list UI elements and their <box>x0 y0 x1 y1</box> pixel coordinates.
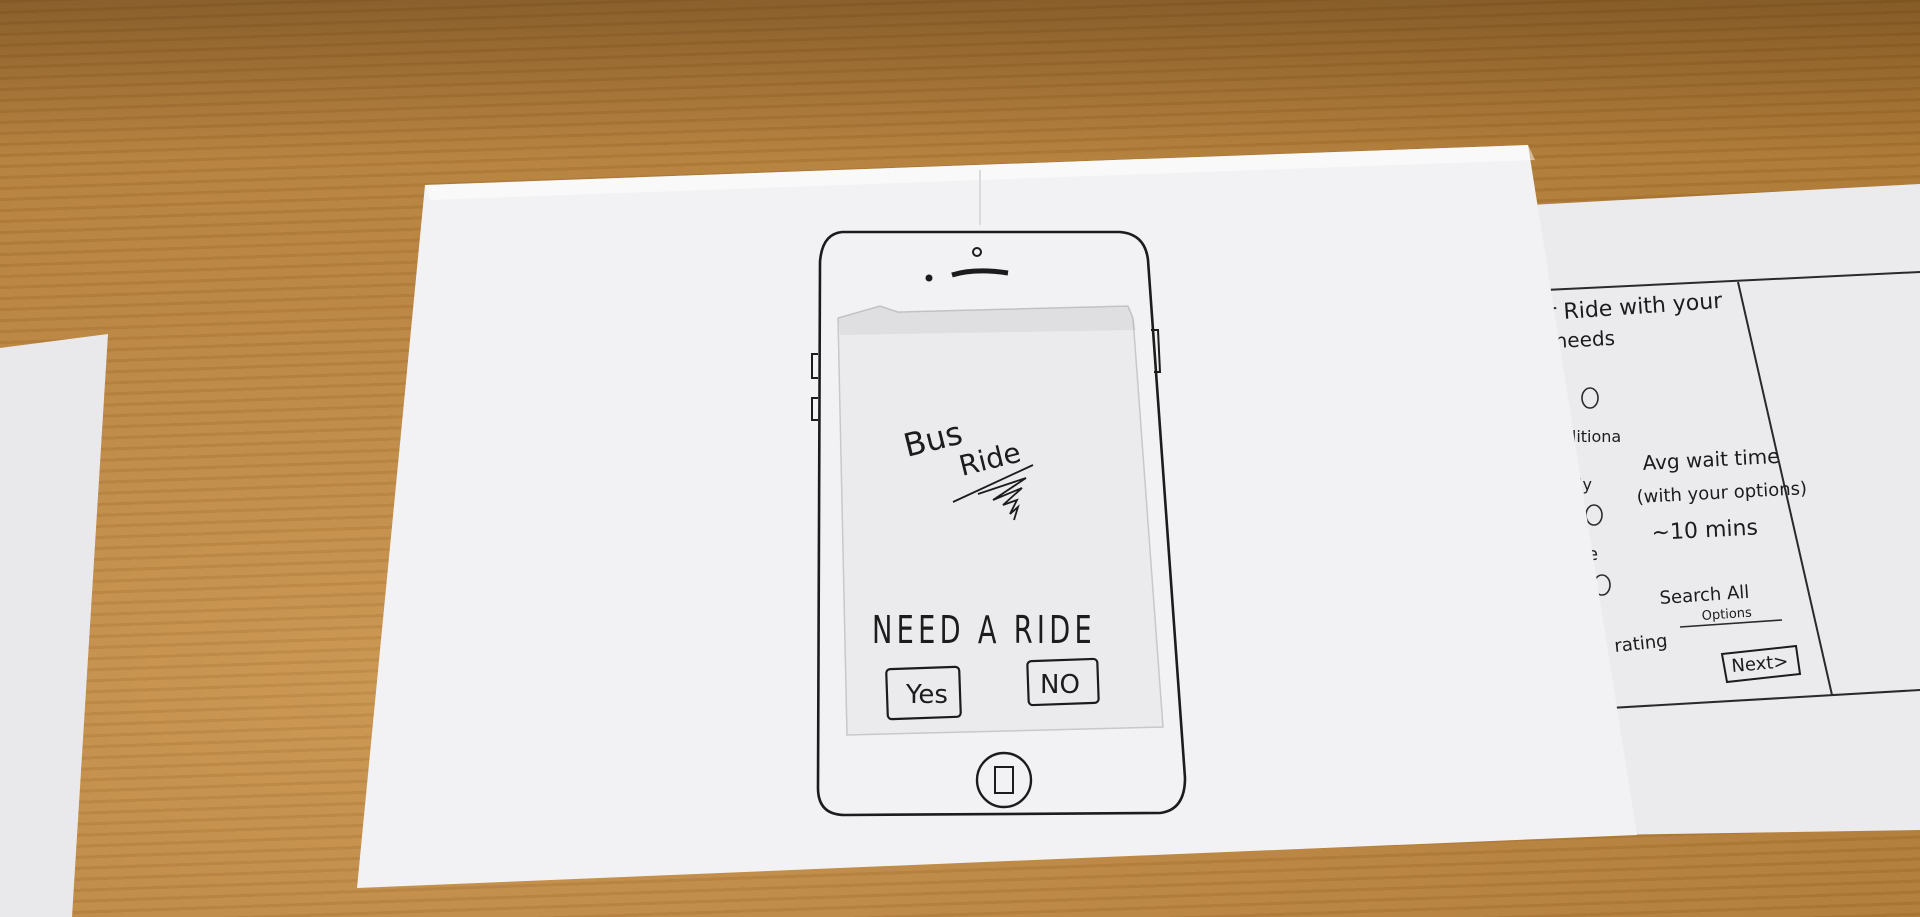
home-button-icon[interactable] <box>975 751 1033 809</box>
next-button-outline[interactable] <box>1720 644 1802 684</box>
speaker-slot-icon <box>951 268 1009 278</box>
yes-button-label[interactable]: Yes <box>905 680 948 710</box>
left-paper-sheet <box>0 334 108 917</box>
home-button-inner-square <box>994 766 1014 794</box>
side-sheet-header-line2: needs <box>1554 326 1616 353</box>
side-sheet: r Ride with your needs dditiona ly le ra… <box>1530 184 1920 835</box>
desk-shadow <box>0 0 1920 160</box>
phone-screen-content: Bus Ride NEED A RIDE Yes NO <box>872 414 1100 721</box>
next-button[interactable]: Next> <box>1731 651 1790 677</box>
logo-scribble <box>952 464 1034 521</box>
side-sheet-radio-1 <box>1581 387 1599 409</box>
search-all-line2: Options <box>1701 606 1752 624</box>
phone-screen-cutout <box>837 305 1164 736</box>
no-button[interactable] <box>1026 657 1100 707</box>
yes-button[interactable] <box>885 665 962 721</box>
front-camera-icon <box>925 274 933 282</box>
camera-dot-icon <box>972 247 982 257</box>
phone-sketch <box>811 230 1187 817</box>
need-a-ride-prompt: NEED A RIDE <box>872 608 1096 652</box>
wait-time-value: ~10 mins <box>1651 515 1759 546</box>
no-button-label[interactable]: NO <box>1040 670 1080 700</box>
